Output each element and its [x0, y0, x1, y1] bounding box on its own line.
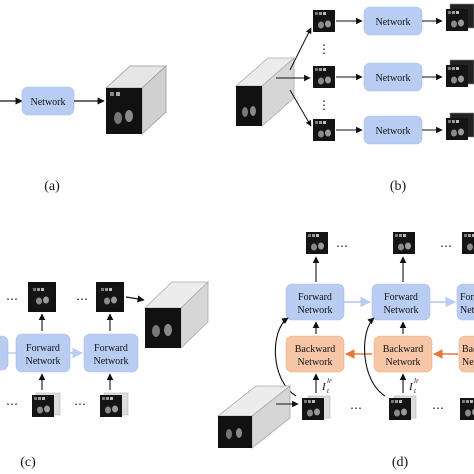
- ellipsis-d-bottom-1: ⋯: [350, 401, 362, 415]
- input-label-d-2: I lr t: [408, 377, 419, 395]
- output-frame-c-1: [28, 282, 56, 312]
- backward-network-d-3: Backw Netw: [458, 335, 474, 373]
- svg-text:I: I: [408, 381, 414, 393]
- svg-text:t: t: [327, 387, 330, 395]
- network-label-b-3: Network: [376, 126, 411, 137]
- backward-label-d-1b: Network: [298, 357, 333, 368]
- output-frame-c-2: [96, 282, 124, 312]
- output-stack-b-2: [446, 59, 474, 87]
- output-frame-d-1: [306, 232, 328, 254]
- input-frame-b-1: [313, 10, 335, 32]
- svg-text:lr: lr: [327, 377, 332, 385]
- svg-text:I: I: [321, 381, 327, 393]
- forward-label-d-1b: Network: [298, 305, 333, 316]
- caption-a: (a): [44, 179, 60, 194]
- arrow-b-split-down: [289, 89, 312, 127]
- forward-network-c-0: [0, 335, 9, 371]
- forward-network-c-1: Forward Network: [15, 333, 71, 373]
- arrow-c-to-volume: [125, 295, 145, 303]
- backward-label-d-2b: Network: [386, 357, 421, 368]
- row-b-2: Network: [313, 59, 474, 92]
- input-frame-d-1: [302, 395, 331, 420]
- panel-b: Network ⋮ Network ⋮ Network: [234, 3, 474, 194]
- network-label-b-1: Network: [376, 17, 411, 28]
- dots-b-1: ⋮: [318, 42, 330, 56]
- output-stack-b-1: [446, 3, 474, 31]
- forward-network-d-1: Forward Network: [285, 283, 345, 321]
- dots-b-2: ⋮: [318, 98, 330, 112]
- forward-label-c-2b: Network: [94, 356, 129, 367]
- video-volume-b: [234, 57, 296, 127]
- backward-label-d-3a: Backw: [462, 344, 474, 355]
- video-volume-d: [216, 385, 292, 449]
- forward-label-d-2b: Network: [384, 305, 419, 316]
- forward-label-d-3b: Network: [460, 305, 474, 316]
- ellipsis-c-mid: ⋯: [76, 292, 88, 306]
- panel-c: ⋯ ⋯ Forward Network: [0, 281, 209, 470]
- panel-a: Network (a): [0, 65, 168, 194]
- ellipsis-d-bottom-2: ⋯: [432, 401, 444, 415]
- forward-label-c-1a: Forward: [26, 343, 60, 354]
- output-frame-d-3: [462, 232, 474, 254]
- backward-label-d-2a: Backward: [383, 344, 424, 355]
- input-frame-b-3: [313, 119, 335, 141]
- input-frame-d-3: [460, 398, 474, 420]
- ellipsis-c-bottom-2: ⋯: [74, 397, 86, 411]
- row-b-1: Network: [313, 3, 474, 36]
- row-b-3: Network: [313, 112, 474, 145]
- input-frame-c-2: [100, 392, 129, 417]
- caption-b: (b): [390, 179, 407, 194]
- arrow-d-skip-2: [364, 317, 386, 397]
- output-stack-b-3: [446, 112, 474, 140]
- backward-label-d-1a: Backward: [295, 344, 336, 355]
- caption-c: (c): [20, 455, 36, 470]
- network-label-a: Network: [31, 97, 66, 108]
- svg-text:lr: lr: [414, 377, 419, 385]
- input-label-d-1: I lr t: [321, 377, 332, 395]
- backward-network-d-2: Backward Network: [373, 335, 433, 373]
- forward-label-d-1a: Forward: [298, 292, 332, 303]
- backward-network-d-1: Backward Network: [285, 335, 345, 373]
- forward-label-d-2a: Forward: [384, 292, 418, 303]
- panel-d: ⋯ ⋯ Forward Network Forward Network Forw…: [216, 232, 474, 470]
- forward-network-c-2: Forward Network: [83, 333, 139, 373]
- ellipsis-c-bottom-1: ⋯: [6, 397, 18, 411]
- arrow-b-split-up: [289, 27, 312, 71]
- forward-label-c-2a: Forward: [94, 343, 128, 354]
- caption-d: (d): [392, 455, 409, 470]
- forward-network-d-2: Forward Network: [371, 283, 431, 321]
- input-frame-c-1: [32, 392, 61, 417]
- ellipsis-c-top: ⋯: [6, 292, 18, 306]
- network-block-a: Network: [21, 86, 75, 116]
- forward-label-c-1b: Network: [26, 356, 61, 367]
- forward-label-d-3a: Forward: [460, 292, 474, 303]
- ellipsis-d-top-2: ⋯: [440, 239, 452, 253]
- forward-network-d-3: Forward Network: [456, 283, 474, 321]
- backward-label-d-3b: Netw: [462, 357, 474, 368]
- input-frame-b-2: [313, 66, 335, 88]
- svg-text:t: t: [414, 387, 417, 395]
- output-frame-d-2: [393, 232, 415, 254]
- input-frame-d-2: [389, 395, 417, 420]
- ellipsis-d-top-1: ⋯: [336, 239, 348, 253]
- video-volume-a: [104, 65, 168, 135]
- network-label-b-2: Network: [376, 73, 411, 84]
- video-volume-c: [144, 281, 209, 349]
